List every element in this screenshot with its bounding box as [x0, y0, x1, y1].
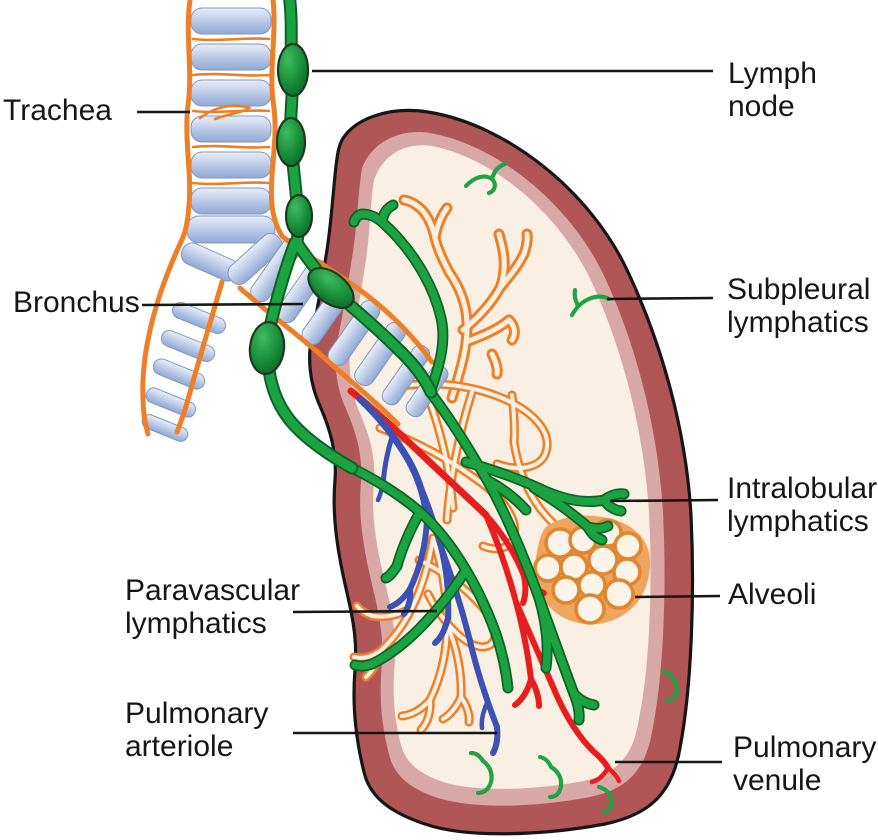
- alveoli-cluster: [533, 515, 651, 625]
- label-lymph-node: Lymph node: [728, 57, 817, 123]
- lymph-node: [275, 116, 307, 168]
- lymph-node: [276, 42, 310, 98]
- leader-line-bronchus: [141, 302, 304, 307]
- label-subpleural-lymphatics: Subpleural lymphatics: [727, 273, 871, 339]
- label-pulmonary-arteriole: Pulmonary arteriole: [125, 697, 269, 763]
- label-bronchus: Bronchus: [13, 286, 140, 319]
- airway-membrane-rungs: [191, 37, 271, 186]
- leader-line-paravascular-lymphatics: [292, 609, 438, 614]
- leader-lines: [137, 69, 722, 764]
- label-alveoli: Alveoli: [728, 578, 817, 611]
- lymph-node: [284, 193, 314, 239]
- label-paravascular-lymphatics: Paravascular lymphatics: [125, 574, 301, 640]
- label-intralobular-lymphatics: Intralobular lymphatics: [727, 472, 878, 538]
- lymph-node: [248, 320, 286, 376]
- lymphatic-chain: [248, 0, 438, 475]
- trachea-cartilage-rings: [186, 7, 276, 244]
- leader-line-alveoli: [634, 594, 721, 599]
- label-pulmonary-venule: Pulmonary venule: [733, 731, 877, 797]
- carina-cartilage: [180, 233, 283, 285]
- label-trachea: Trachea: [3, 94, 112, 127]
- lymph-node: [307, 267, 355, 309]
- leader-line-intralobular-lymphatics: [609, 498, 719, 503]
- leader-line-subpleural-lymphatics: [606, 296, 714, 301]
- subpleural-lymphatic-squiggles: [463, 161, 680, 815]
- trachea-and-bronchi: [140, 0, 449, 442]
- lymph-nodes: [248, 42, 355, 376]
